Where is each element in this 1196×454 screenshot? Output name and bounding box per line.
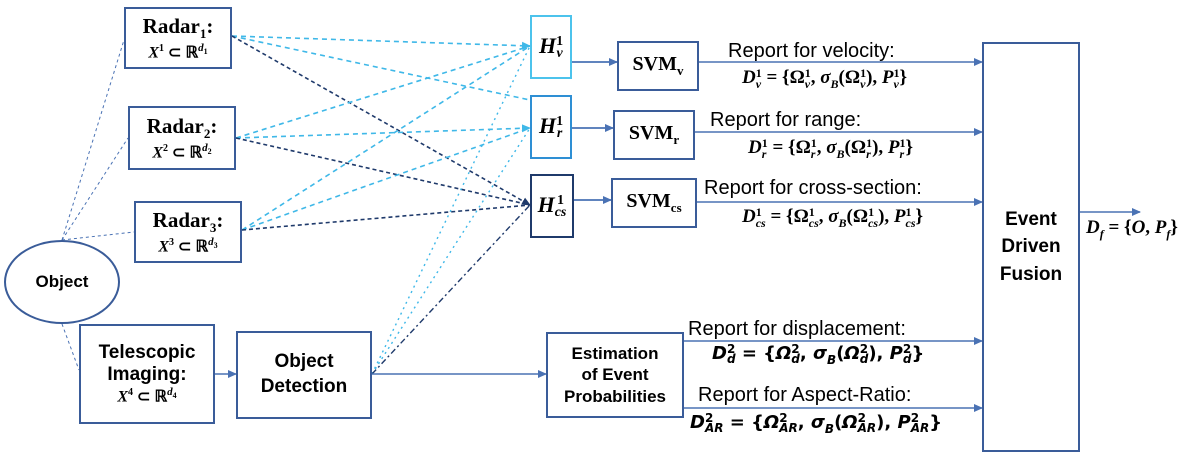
radar-2-space: X2 ⊂ ℝd2	[152, 141, 212, 162]
estimation-line-2: of Event	[581, 365, 649, 385]
radar-3-space: X3 ⊂ ℝd3	[158, 235, 218, 256]
event-driven-fusion-box: Event Driven Fusion	[982, 42, 1080, 452]
radar-3-title: Radar3:	[152, 207, 224, 235]
report-aspect-ratio-title: Report for Aspect-Ratio:	[698, 384, 912, 406]
wire-detect-hv	[371, 45, 531, 375]
object-detection-line-2: Detection	[260, 376, 348, 397]
svm-v-box: SVMv	[617, 41, 699, 91]
telescope-line-2: Imaging:	[107, 363, 187, 385]
telescope-space: X4 ⊂ ℝd4	[117, 385, 177, 405]
report-velocity-title: Report for velocity:	[728, 40, 895, 62]
object-label: Object	[35, 272, 89, 291]
wire-object-radar3	[61, 231, 135, 241]
estimation-box: Estimation of Event Probabilities	[546, 332, 684, 418]
radar-1-box: Radar1: X1 ⊂ ℝd1	[124, 7, 232, 69]
wire-radar2-hv	[235, 45, 531, 139]
wire-radar3-hv	[241, 45, 531, 231]
output-formula: Df = {O, Pf}	[1086, 217, 1178, 241]
telescope-line-1: Telescopic	[98, 341, 196, 363]
wire-object-telescope	[61, 323, 80, 371]
wire-detect-hcs	[371, 204, 531, 375]
radar-3-box: Radar3: X3 ⊂ ℝd3	[134, 201, 242, 263]
radar-1-space: X1 ⊂ ℝd1	[148, 41, 208, 62]
object-detection-line-1: Object	[274, 351, 334, 373]
svm-v-label: SVMv	[632, 53, 684, 78]
wire-radar1-hr	[231, 35, 531, 101]
wire-detect-hr	[371, 127, 531, 375]
wire-object-radar1	[61, 39, 125, 241]
object-node: Object	[4, 240, 120, 324]
telescopic-imaging-box: Telescopic Imaging: X4 ⊂ ℝd4	[79, 324, 215, 424]
svm-cs-label: SVMcs	[626, 190, 682, 215]
wire-radar1-hv	[231, 35, 531, 50]
radar-2-title: Radar2:	[146, 113, 218, 141]
report-range-title: Report for range:	[710, 109, 862, 131]
wire-radar2-hr	[235, 124, 531, 139]
fusion-line-2: Driven	[1001, 236, 1061, 258]
wire-radar1-hcs	[231, 35, 531, 206]
wire-radar2-hcs	[235, 137, 531, 206]
svm-r-label: SVMr	[628, 122, 680, 147]
radar-1-title: Radar1:	[142, 13, 214, 41]
estimation-line-1: Estimation	[571, 344, 659, 364]
report-cross-section-title: Report for cross-section:	[704, 177, 922, 199]
object-detection-box: Object Detection	[236, 331, 372, 419]
wire-radar3-hcs	[241, 204, 531, 231]
wire-radar3-hr	[241, 127, 531, 231]
wire-object-radar2	[61, 137, 129, 241]
fusion-line-3: Fusion	[999, 263, 1063, 285]
radar-2-box: Radar2: X2 ⊂ ℝd2	[128, 106, 236, 170]
svm-cs-box: SVMcs	[611, 178, 697, 228]
report-displacement-title: Report for displacement:	[688, 318, 906, 340]
fusion-line-1: Event	[1005, 208, 1057, 230]
estimation-line-3: Probabilities	[563, 386, 667, 406]
svm-r-box: SVMr	[613, 110, 695, 160]
